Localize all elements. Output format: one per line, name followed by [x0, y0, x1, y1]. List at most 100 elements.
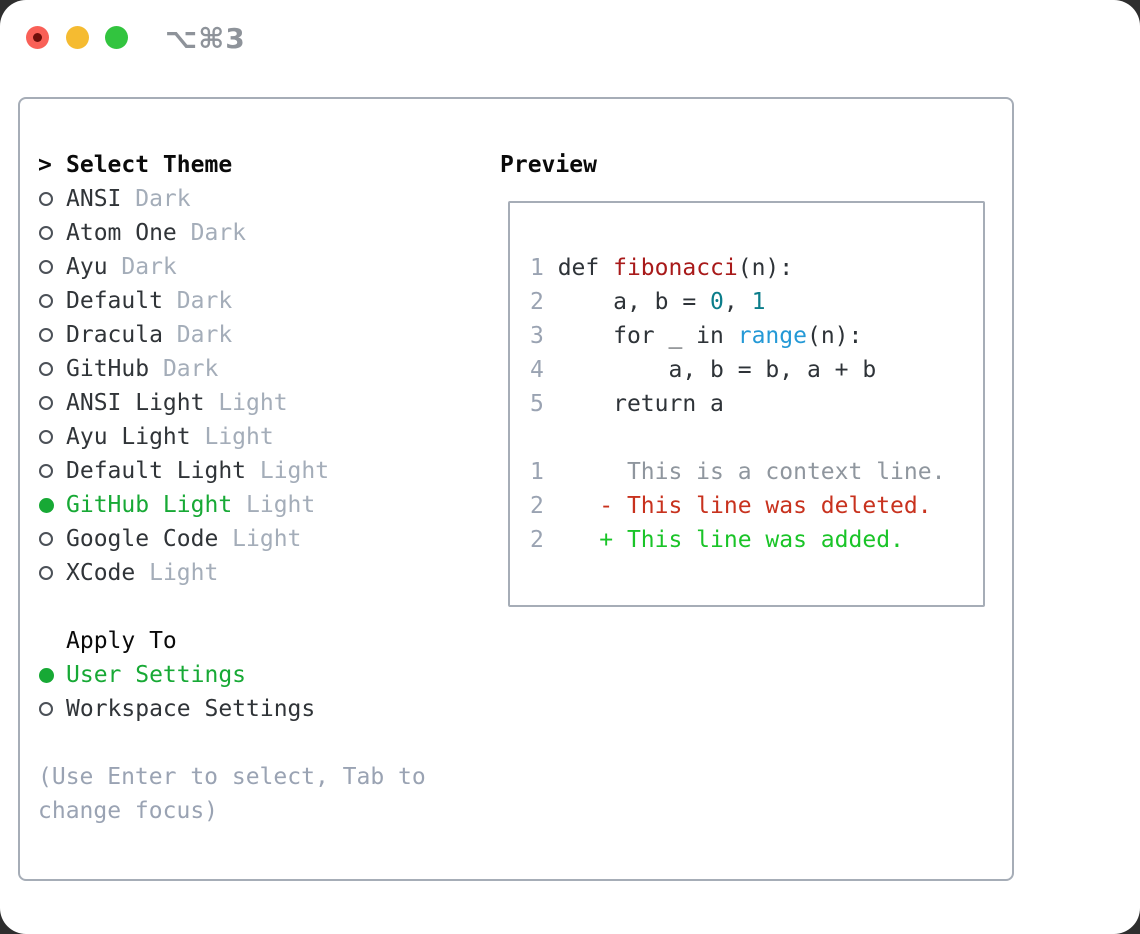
radio-unselected-icon: [39, 464, 53, 478]
line-number: 4: [530, 357, 544, 383]
theme-variant-tag: Dark: [121, 254, 177, 280]
apply-to-header: Apply To: [38, 624, 478, 658]
theme-option-label: Google Code: [66, 526, 219, 552]
radio-slot: [38, 294, 66, 308]
theme-variant-tag: Light: [218, 390, 288, 416]
theme-option-label: Ayu Light: [66, 424, 191, 450]
apply-to-label: Apply To: [66, 628, 177, 654]
radio-unselected-icon: [39, 702, 53, 716]
gap: [38, 590, 478, 624]
code-token-plain: for _ in: [543, 323, 738, 349]
theme-option[interactable]: Default Dark: [38, 284, 478, 318]
theme-option[interactable]: GitHub Dark: [38, 352, 478, 386]
theme-option-label: ANSI: [66, 186, 122, 212]
code-token-builtin: range: [737, 323, 807, 349]
theme-variant-tag: Light: [246, 492, 316, 518]
preview-column: Preview 1 def fibonacci(n):2 a, b = 0, 1…: [478, 148, 1012, 879]
theme-option-label: Atom One: [66, 220, 177, 246]
theme-option-label: GitHub: [66, 356, 150, 382]
code-token-plain: ,: [723, 289, 752, 315]
close-dot-icon: [33, 33, 42, 42]
radio-unselected-icon: [39, 362, 53, 376]
code-token-removed: - This line was deleted.: [543, 493, 932, 519]
line-number: 1: [530, 255, 544, 281]
theme-variant-tag: Light: [149, 560, 219, 586]
apply-option[interactable]: User Settings: [38, 658, 478, 692]
theme-option[interactable]: Ayu Dark: [38, 250, 478, 284]
preview-blank-line: [530, 421, 963, 455]
window-titlebar: ⌥⌘3: [0, 0, 1140, 97]
radio-selected-icon: [39, 497, 54, 513]
preview-line: 3 for _ in range(n):: [530, 319, 963, 353]
close-button[interactable]: [26, 26, 49, 49]
code-token-plain: return a: [543, 391, 724, 417]
theme-option-label: Default Light: [66, 458, 247, 484]
preview-line: 5 return a: [530, 387, 963, 421]
radio-slot: [38, 566, 66, 580]
window-shortcut-label: ⌥⌘3: [165, 22, 246, 55]
theme-option-label: ANSI Light: [66, 390, 205, 416]
theme-option-label: Default: [66, 288, 163, 314]
radio-unselected-icon: [39, 192, 53, 206]
theme-variant-tag: Light: [232, 526, 302, 552]
radio-unselected-icon: [39, 294, 53, 308]
prompt-icon: >: [38, 152, 52, 178]
radio-slot: [38, 702, 66, 716]
theme-variant-tag: Dark: [176, 288, 233, 314]
theme-option[interactable]: ANSI Light Light: [38, 386, 478, 420]
apply-option-label: Workspace Settings: [66, 696, 316, 722]
preview-line: 2 + This line was added.: [530, 523, 963, 557]
hint-line-2: change focus): [38, 798, 219, 824]
preview-line: 1 def fibonacci(n):: [530, 251, 963, 285]
preview-line: 4 a, b = b, a + b: [530, 353, 963, 387]
theme-option[interactable]: Google Code Light: [38, 522, 478, 556]
maximize-button[interactable]: [105, 26, 128, 49]
radio-slot: [38, 464, 66, 478]
code-token-plain: (n):: [806, 323, 863, 349]
apply-option[interactable]: Workspace Settings: [38, 692, 478, 726]
code-token-plain: def: [543, 255, 614, 281]
line-number: 2: [530, 289, 544, 315]
theme-variant-tag: Light: [204, 424, 274, 450]
theme-option[interactable]: XCode Light: [38, 556, 478, 590]
theme-option[interactable]: Ayu Light Light: [38, 420, 478, 454]
line-number: 1: [530, 459, 544, 485]
code-token-plain: a, b = b, a + b: [543, 357, 877, 383]
preview-label: Preview: [500, 152, 597, 178]
line-number: 3: [530, 323, 544, 349]
code-token-number: 0: [710, 289, 724, 315]
select-theme-header: > Select Theme: [38, 148, 478, 182]
code-token-added: + This line was added.: [543, 527, 904, 553]
radio-unselected-icon: [39, 226, 53, 240]
code-token-number: 1: [751, 289, 766, 315]
radio-slot: [38, 192, 66, 206]
theme-variant-tag: Dark: [162, 356, 219, 382]
radio-slot: [38, 532, 66, 546]
minimize-button[interactable]: [66, 26, 89, 49]
theme-option-label: Ayu: [66, 254, 108, 280]
preview-line: 2 - This line was deleted.: [530, 489, 963, 523]
theme-option-label: XCode: [66, 560, 136, 586]
code-token-function: fibonacci: [613, 255, 738, 281]
hint-line-1: (Use Enter to select, Tab to: [38, 764, 426, 790]
theme-variant-tag: Dark: [135, 186, 191, 212]
radio-unselected-icon: [39, 396, 53, 410]
radio-slot: [38, 396, 66, 410]
code-token-plain: (n):: [737, 255, 794, 281]
theme-option[interactable]: ANSI Dark: [38, 182, 478, 216]
radio-slot: [38, 328, 66, 342]
radio-slot: [38, 497, 66, 513]
hint-text: (Use Enter to select, Tab to change focu…: [38, 760, 478, 828]
line-number: 2: [530, 493, 544, 519]
select-theme-label: Select Theme: [66, 152, 233, 178]
line-number: 5: [530, 391, 544, 417]
preview-header: Preview: [500, 148, 1012, 182]
